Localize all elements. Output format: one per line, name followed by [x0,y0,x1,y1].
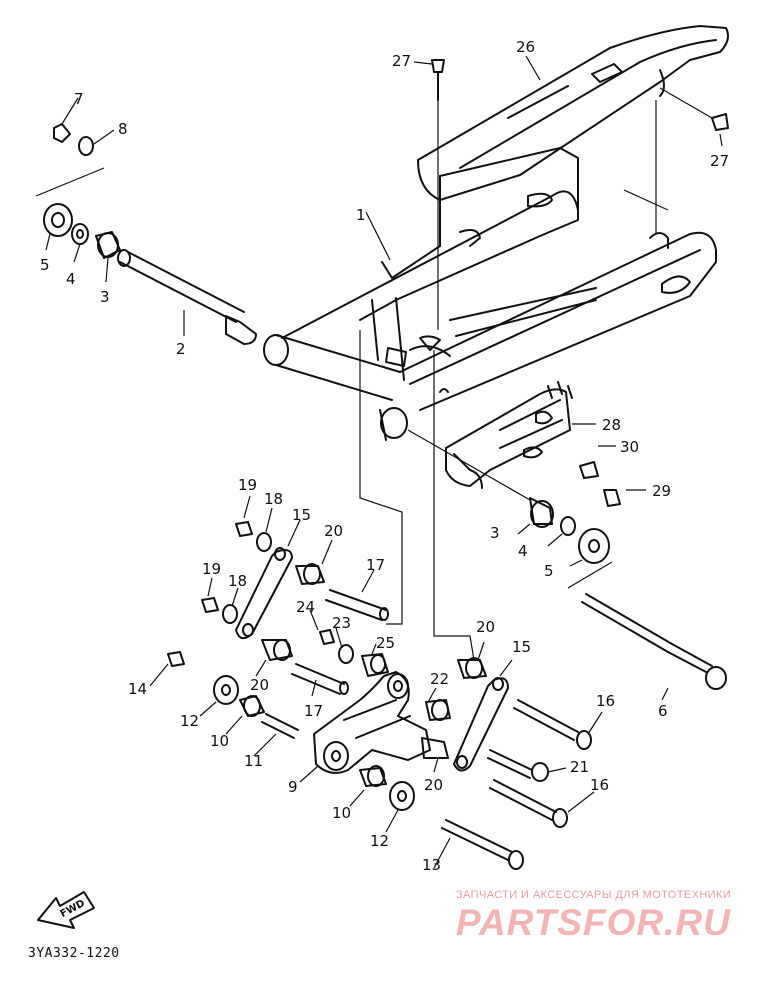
callout-18: 18 [264,490,283,508]
callout-30: 30 [620,438,639,456]
left-link-part [167,521,293,667]
fwd-arrow-icon [37,891,95,929]
callouts: 27 26 27 7 8 1 5 4 3 2 28 30 29 19 18 15… [40,38,729,920]
spacer-parts [213,675,415,811]
callout-10: 10 [332,804,351,822]
callout-27: 27 [392,52,411,70]
callout-24: 24 [296,598,315,616]
callout-1: 1 [356,206,366,224]
callout-10: 10 [210,732,229,750]
chain-guard-part [417,25,729,201]
bolt-parts [441,699,592,870]
callout-3: 3 [490,524,500,542]
callout-28: 28 [602,416,621,434]
shaft-6-part [581,593,727,690]
callout-4: 4 [518,542,528,560]
callout-3: 3 [100,288,110,306]
callout-9: 9 [288,778,298,796]
leader-lines [35,55,723,869]
callout-2: 2 [176,340,186,358]
callout-20: 20 [424,776,443,794]
callout-16: 16 [590,776,609,794]
watermark-subtitle: ЗАПЧАСТИ И АКСЕССУАРЫ ДЛЯ МОТОТЕХНИКИ [456,889,732,901]
watermark-logo: PARTSFOR.RU [456,902,731,943]
callout-8: 8 [118,120,128,138]
right-link-part [425,657,509,772]
callout-5: 5 [544,562,554,580]
collar-parts [261,563,389,695]
callout-12: 12 [180,712,199,730]
callout-17: 17 [366,556,385,574]
callout-12: 12 [370,832,389,850]
callout-21: 21 [570,758,589,776]
swing-arm-part [263,147,717,441]
callout-13: 13 [422,856,441,874]
callout-11: 11 [244,752,263,770]
callout-29: 29 [652,482,671,500]
callout-23: 23 [332,614,351,632]
callout-20: 20 [476,618,495,636]
callout-25: 25 [376,634,395,652]
callout-17: 17 [304,702,323,720]
callout-4: 4 [66,270,76,288]
callout-26: 26 [516,38,535,56]
callout-20: 20 [250,676,269,694]
callout-6: 6 [658,702,668,720]
callout-19: 19 [202,560,221,578]
callout-22: 22 [430,670,449,688]
callout-16: 16 [596,692,615,710]
callout-18: 18 [228,572,247,590]
left-pivot-stack [43,123,121,259]
chain-slider-part [445,381,573,489]
fwd-label: FWD [59,898,87,920]
pivot-shaft-part [117,249,257,345]
right-pivot-stack [529,497,610,564]
callout-7: 7 [74,90,84,108]
callout-27: 27 [710,152,729,170]
callout-5: 5 [40,256,50,274]
callout-15: 15 [512,638,531,656]
callout-15: 15 [292,506,311,524]
diagram-code: 3YA332-1220 [28,946,120,961]
callout-19: 19 [238,476,257,494]
callout-20: 20 [324,522,343,540]
relay-arm-part [313,671,449,774]
callout-14: 14 [128,680,147,698]
small-bolt-parts [431,59,729,507]
